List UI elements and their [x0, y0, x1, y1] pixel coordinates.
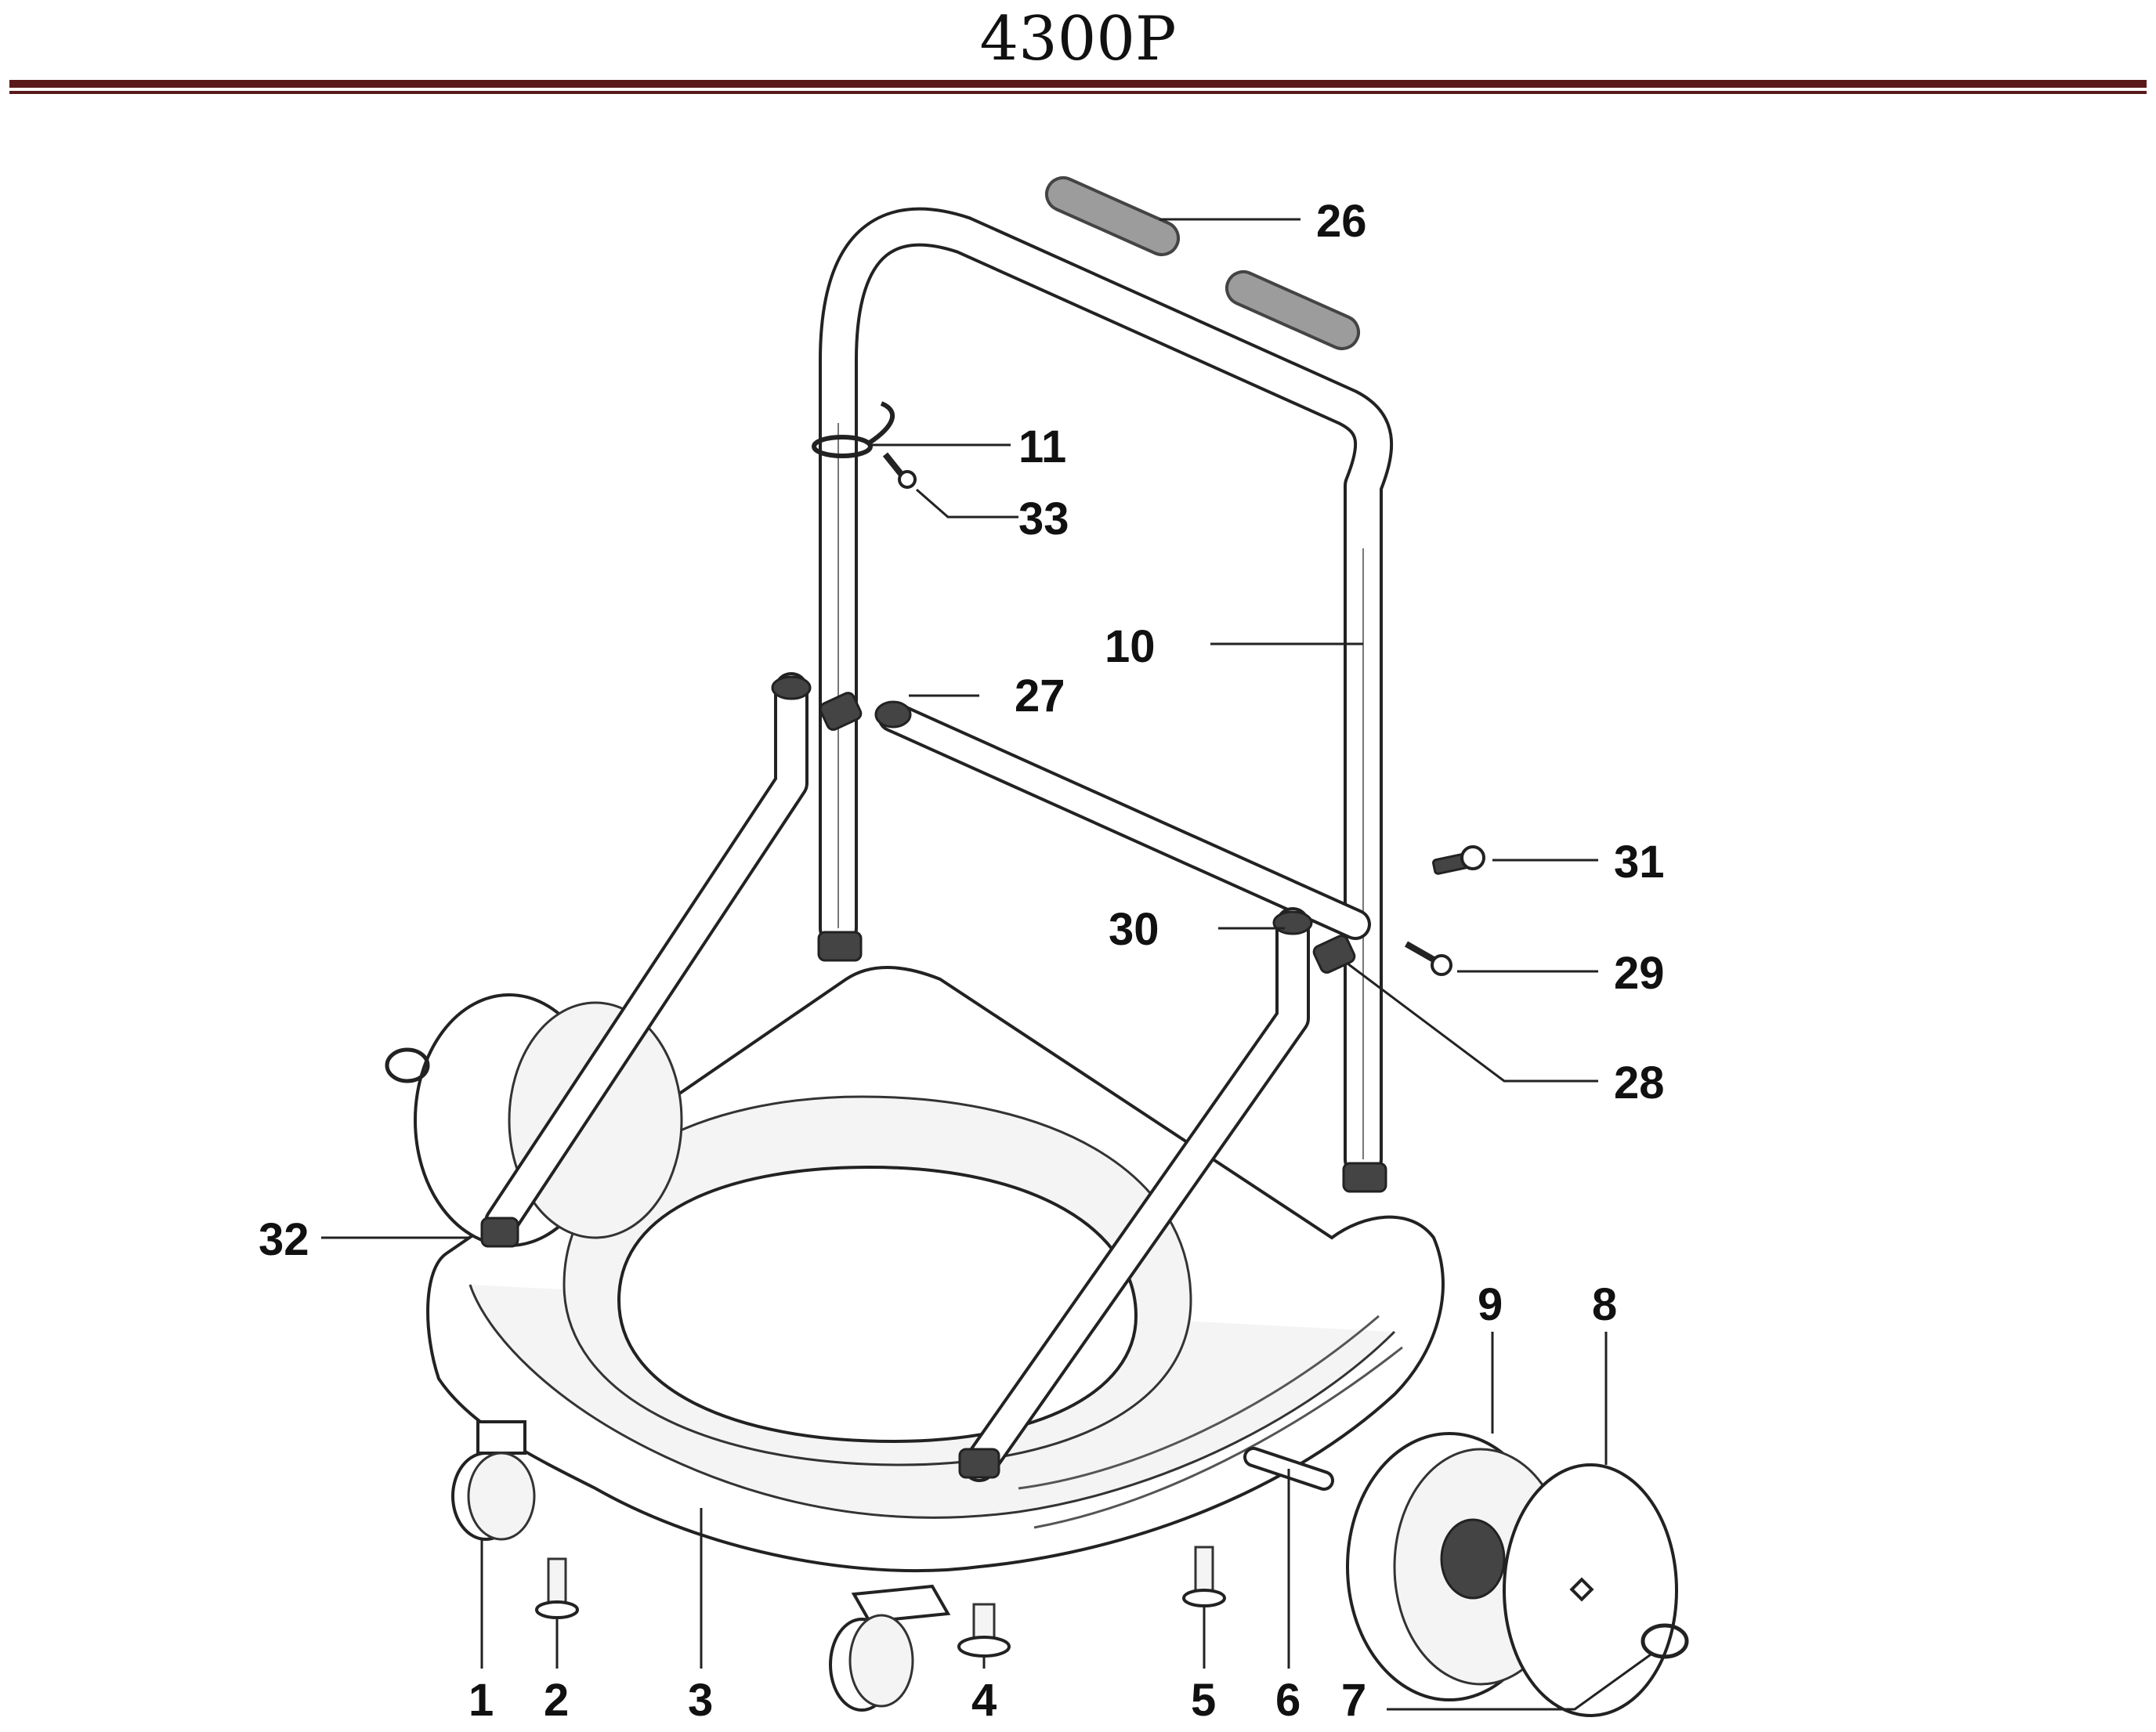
callout-26: 26: [1316, 196, 1367, 247]
callout-31: 31: [1614, 837, 1665, 888]
header-rule-thin: [9, 91, 2147, 94]
callout-30: 30: [1109, 904, 1159, 955]
callout-33: 33: [1018, 494, 1069, 544]
callout-4: 4: [971, 1675, 997, 1726]
handle-grips: [1044, 175, 1361, 351]
left-strut: [484, 672, 812, 1239]
screw-31: [1432, 845, 1485, 875]
callout-11: 11: [1018, 421, 1066, 472]
callout-2: 2: [544, 1675, 569, 1726]
bolt-5: [1182, 1546, 1226, 1607]
right-strut: [962, 907, 1313, 1482]
hub-cap: [1503, 1463, 1678, 1717]
callout-29: 29: [1614, 948, 1665, 999]
screw-29: [1405, 941, 1452, 976]
callout-10: 10: [1105, 621, 1156, 672]
left-rear-wheel: [385, 993, 683, 1247]
callout-1: 1: [468, 1675, 494, 1726]
callout-7: 7: [1341, 1675, 1366, 1726]
leader-lines: [321, 218, 1654, 1711]
handle-frame: [819, 207, 1394, 1179]
callout-28: 28: [1614, 1058, 1665, 1108]
front-center-caster: [829, 1584, 951, 1712]
callout-6: 6: [1275, 1675, 1300, 1726]
cable-clip: [812, 401, 895, 458]
bolt-4: [957, 1603, 1011, 1658]
callout-27: 27: [1015, 671, 1065, 721]
socket-caps: [480, 692, 1387, 1479]
clip-screw: [882, 452, 917, 489]
header-rule-thick: [9, 80, 2147, 88]
cross-bar: [874, 700, 1371, 940]
bolt-2: [535, 1557, 579, 1619]
callout-labels: 26 11 33 10 27 31 30 29 28 32 9 8 1 2 3 …: [259, 196, 1665, 1726]
page-title: 4300P: [979, 4, 1177, 74]
front-left-caster: [451, 1420, 536, 1541]
callout-3: 3: [688, 1675, 713, 1726]
retaining-clip: [1641, 1623, 1689, 1659]
callout-9: 9: [1478, 1279, 1503, 1330]
callout-8: 8: [1592, 1279, 1617, 1330]
callout-32: 32: [259, 1214, 309, 1265]
callout-5: 5: [1191, 1675, 1216, 1726]
